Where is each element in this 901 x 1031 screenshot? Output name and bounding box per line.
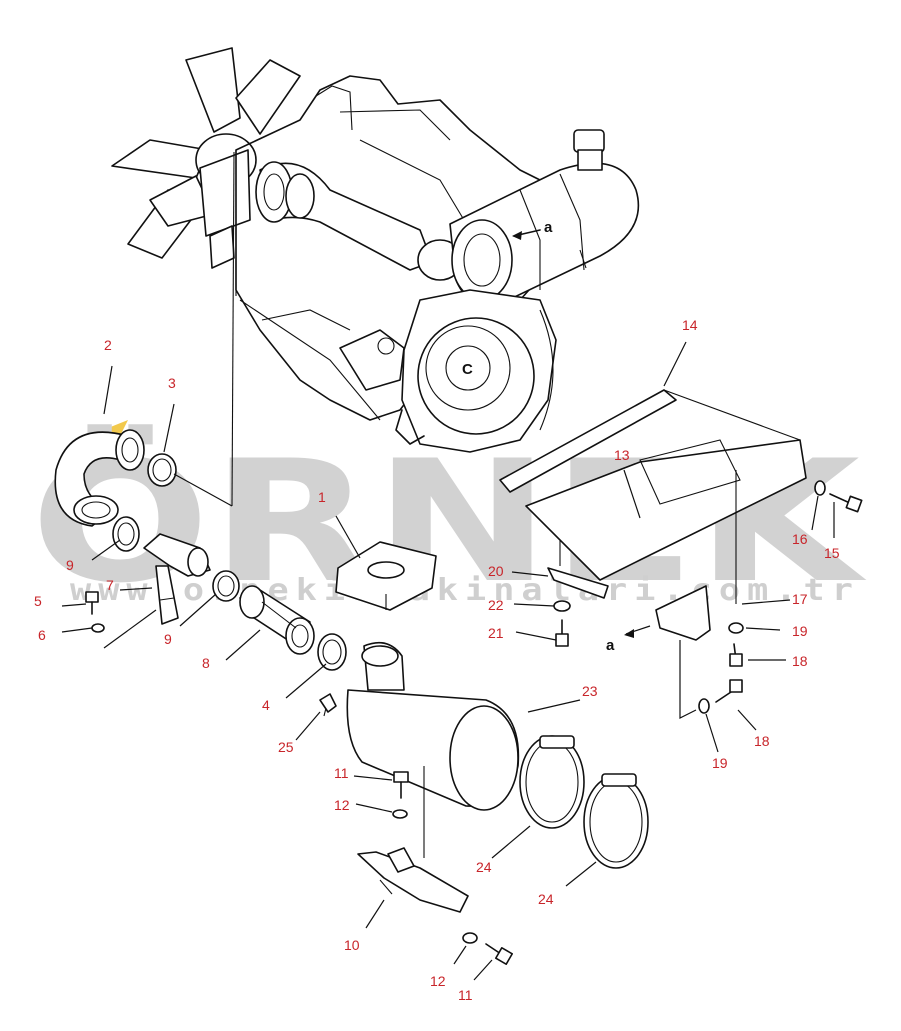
cooling-fan (111, 47, 301, 269)
washer-19a (728, 622, 744, 634)
washer-12-bottom (462, 932, 478, 944)
callout-11-bottom: 11 (458, 987, 473, 1003)
callout-19-right: 19 (792, 623, 808, 639)
washer-6 (91, 623, 105, 633)
callout-10: 10 (344, 937, 360, 953)
callout-9-left: 9 (66, 557, 74, 573)
view-label-a-bottom: a (606, 637, 615, 654)
rod-14 (499, 389, 677, 493)
elbow-pipe-7 (143, 533, 211, 625)
bracket-10 (357, 847, 469, 913)
washer-16 (814, 480, 826, 496)
elbow-hose (54, 429, 145, 527)
callout-12-bottom: 12 (430, 973, 446, 989)
straight-hose-8 (239, 585, 315, 655)
callout-1: 1 (318, 489, 326, 505)
callout-14: 14 (682, 317, 698, 333)
leader-lines (61, 341, 835, 981)
hose-clamp-9a (112, 516, 140, 552)
bolt-11-top (393, 771, 409, 799)
view-label-c: C (462, 361, 473, 378)
watermark-url: www.ornekismakinalari.com.tr (70, 573, 860, 608)
callout-15: 15 (824, 545, 840, 561)
dust-indicator-25 (319, 693, 337, 717)
callout-24-left: 24 (476, 859, 492, 875)
callout-17: 17 (792, 591, 808, 607)
bolt-15 (829, 493, 863, 513)
callout-7: 7 (106, 577, 114, 593)
air-cleaner-23 (346, 641, 520, 811)
flywheel-housing: C (339, 289, 557, 453)
callout-23: 23 (582, 683, 598, 699)
band-clamp-24b (583, 773, 649, 869)
callout-2: 2 (104, 337, 112, 353)
intake-pipe (255, 161, 463, 281)
callout-5: 5 (34, 593, 42, 609)
washer-19b (698, 698, 710, 714)
callout-3: 3 (168, 375, 176, 391)
band-clamp-24a (519, 735, 585, 829)
washer-22 (553, 600, 571, 612)
hose-clamp-9b (212, 570, 240, 602)
bracket-17 (655, 585, 711, 641)
bracket-assembly (499, 389, 807, 641)
callout-18-lower: 18 (754, 733, 770, 749)
bolt-18a (729, 643, 743, 667)
bolt-18b (715, 679, 743, 703)
plate-20 (547, 567, 609, 599)
callout-11-top: 11 (334, 765, 349, 781)
rubber-adapter-1 (335, 541, 437, 611)
callout-8: 8 (202, 655, 210, 671)
bolt-11-bottom (485, 943, 513, 965)
callout-24-right: 24 (538, 891, 554, 907)
callout-18-right: 18 (792, 653, 808, 669)
callout-12-top: 12 (334, 797, 350, 813)
hose-clamp-4 (317, 633, 347, 671)
callout-labels: 2 3 1 14 13 9 7 5 6 9 8 4 25 23 20 22 21… (34, 317, 840, 1003)
callout-21: 21 (488, 625, 504, 641)
view-label-a-top: a (544, 219, 553, 236)
engine-air-cleaner: a (449, 129, 640, 317)
callout-9-mid: 9 (164, 631, 172, 647)
bolt-21 (555, 619, 569, 647)
bolt-5 (85, 591, 99, 615)
callout-4: 4 (262, 697, 270, 713)
callout-25: 25 (278, 739, 294, 755)
callout-13: 13 (614, 447, 630, 463)
callout-6: 6 (38, 627, 46, 643)
callout-19-lower: 19 (712, 755, 728, 771)
washer-12-top (392, 809, 408, 819)
engine-assembly: a C (111, 47, 640, 507)
callout-20: 20 (488, 563, 504, 579)
callout-22: 22 (488, 597, 504, 613)
callout-16: 16 (792, 531, 808, 547)
hose-clamp-3 (147, 453, 177, 487)
